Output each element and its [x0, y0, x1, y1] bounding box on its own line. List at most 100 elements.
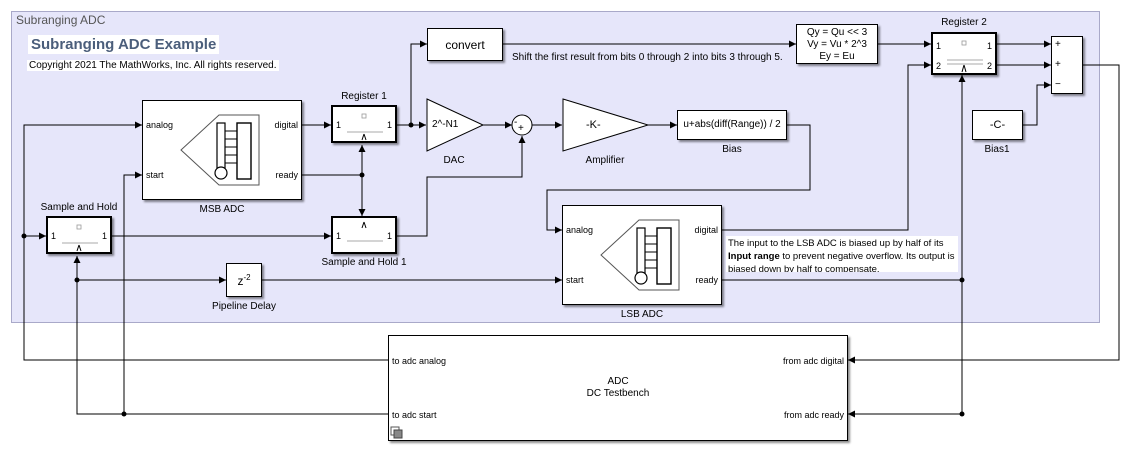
msb-port-start: start [146, 170, 164, 180]
sample-hold-icon [62, 224, 98, 252]
testbench-title-2: DC Testbench [586, 388, 650, 399]
sum-sign-bottom: + [518, 123, 524, 134]
wire-analog-to-msb [23, 121, 388, 361]
junction-dot [959, 277, 965, 283]
tb-port-to-analog: to adc analog [392, 356, 447, 366]
spec-line-3: Ey = Eu [819, 51, 855, 62]
register-1-label: Register 1 [341, 91, 387, 102]
junction-dot [121, 411, 127, 417]
register-2-label: Register 2 [941, 17, 987, 28]
tb-port-from-ready: from adc ready [783, 410, 844, 420]
bias1-text: -C- [989, 119, 1006, 131]
wire-sum-to-testbench [848, 64, 1120, 364]
sum-right-sign-3: − [1055, 79, 1061, 90]
junction-dot [359, 172, 365, 178]
sample-hold-1-label: Sample and Hold 1 [321, 257, 407, 268]
wire-lsb-digital-to-reg2 [722, 61, 931, 231]
adc-icon [180, 114, 260, 186]
register-1-block[interactable]: 1 1 [331, 105, 397, 143]
wire-bias-to-lsb [546, 124, 811, 234]
convert-text: convert [445, 38, 485, 52]
bias1-label: Bias1 [984, 144, 1010, 155]
testbench-title-1: ADC [607, 376, 629, 387]
bias-label: Bias [722, 144, 742, 155]
sh-port-in: 1 [51, 231, 57, 241]
junction-dot [21, 233, 27, 239]
spec-line-1: Qy = Qu << 3 [806, 27, 868, 38]
convert-block[interactable]: convert [427, 28, 503, 61]
wire-start-to-msb [123, 171, 142, 414]
register-2-block[interactable]: 1 2 1 2 [931, 32, 997, 75]
sh1-port-out: 1 [386, 231, 392, 241]
sample-hold-block[interactable]: 1 1 [46, 216, 112, 254]
wire-sh1-to-sum [397, 136, 526, 237]
pipeline-delay-text: z-2 [227, 273, 261, 288]
lsb-bias-note: The input to the LSB ADC is biased up by… [726, 236, 958, 272]
sample-hold-icon [347, 221, 383, 242]
reg2-port-in2: 2 [936, 61, 942, 71]
tb-port-to-start: to adc start [392, 410, 437, 420]
reg2-port-out2: 2 [986, 61, 992, 71]
msb-adc-label: MSB ADC [199, 204, 245, 215]
sum-right-block[interactable]: + + − [1051, 36, 1083, 94]
amplifier-block[interactable] [562, 98, 652, 154]
junction-dot [959, 411, 965, 417]
register-icon [347, 113, 383, 141]
copyright-note: Copyright 2021 The MathWorks, Inc. All r… [27, 60, 279, 71]
lsb-port-digital: digital [694, 225, 718, 235]
spec-line-2: Vy = Vu * 2^3 [807, 39, 867, 50]
wire-start-to-sh-trigger [73, 256, 388, 415]
bias1-block[interactable]: -C- [972, 110, 1023, 140]
sample-hold-label: Sample and Hold [40, 202, 118, 213]
amplifier-gain-text: -K- [586, 119, 601, 131]
pipeline-delay-block[interactable]: z-2 [226, 263, 262, 297]
junction-dot [74, 277, 80, 283]
sample-hold-1-block[interactable]: 1 1 [331, 216, 397, 254]
lsb-note-part-1: The input to the LSB ADC is biased up by… [728, 238, 944, 249]
dac-gain-block[interactable] [426, 98, 486, 154]
sum-sign-left: - [514, 117, 518, 128]
shift-note: Shift the first result from bits 0 throu… [512, 52, 783, 63]
lsb-port-analog: analog [566, 225, 594, 235]
junction-dot [408, 122, 414, 128]
reg1-port-out: 1 [386, 120, 392, 130]
wire-bias1-to-sum [1023, 81, 1051, 126]
bias-block[interactable]: u+abs(diff(Range)) / 2 [677, 110, 787, 140]
pipeline-delay-label: Pipeline Delay [212, 301, 276, 312]
msb-port-ready: ready [275, 170, 298, 180]
dac-label: DAC [443, 155, 465, 166]
sum-right-sign-1: + [1055, 39, 1061, 50]
msb-adc-block[interactable]: analog start digital ready [142, 100, 302, 200]
lsb-adc-block[interactable]: analog start digital ready [562, 205, 722, 305]
sh-port-out: 1 [101, 231, 107, 241]
amplifier-label: Amplifier [585, 155, 625, 166]
lsb-port-ready: ready [695, 275, 718, 285]
delay-base: z [237, 274, 244, 288]
tb-port-from-digital: from adc digital [782, 356, 844, 366]
subsystem-icon [390, 426, 403, 439]
msb-port-analog: analog [146, 120, 174, 130]
delay-exp: -2 [243, 273, 251, 282]
lsb-adc-label: LSB ADC [620, 309, 664, 320]
reg2-port-out1: 1 [986, 41, 992, 51]
lsb-port-start: start [566, 275, 584, 285]
reg2-port-in1: 1 [936, 41, 942, 51]
dac-gain-text: 2^-N1 [432, 119, 459, 130]
reg1-port-in: 1 [336, 120, 342, 130]
sum-block[interactable] [511, 114, 533, 136]
sh1-port-in: 1 [336, 231, 342, 241]
signal-spec-block[interactable]: Qy = Qu << 3 Vy = Vu * 2^3 Ey = Eu [796, 24, 878, 64]
msb-port-digital: digital [274, 120, 298, 130]
sum-right-sign-2: + [1055, 59, 1061, 70]
wire-reg1-to-convert [410, 40, 427, 125]
lsb-note-bold: Input range [728, 251, 780, 262]
area-label: Subranging ADC [16, 13, 106, 27]
lsb-note-part-2: to prevent negative overflow. Its output… [728, 251, 955, 272]
model-title: Subranging ADC Example [28, 35, 220, 54]
bias-text: u+abs(diff(Range)) / 2 [683, 119, 781, 130]
register-icon [947, 40, 983, 73]
adc-testbench-block[interactable]: to adc analog to adc start from adc digi… [388, 335, 848, 441]
adc-icon [600, 219, 680, 291]
